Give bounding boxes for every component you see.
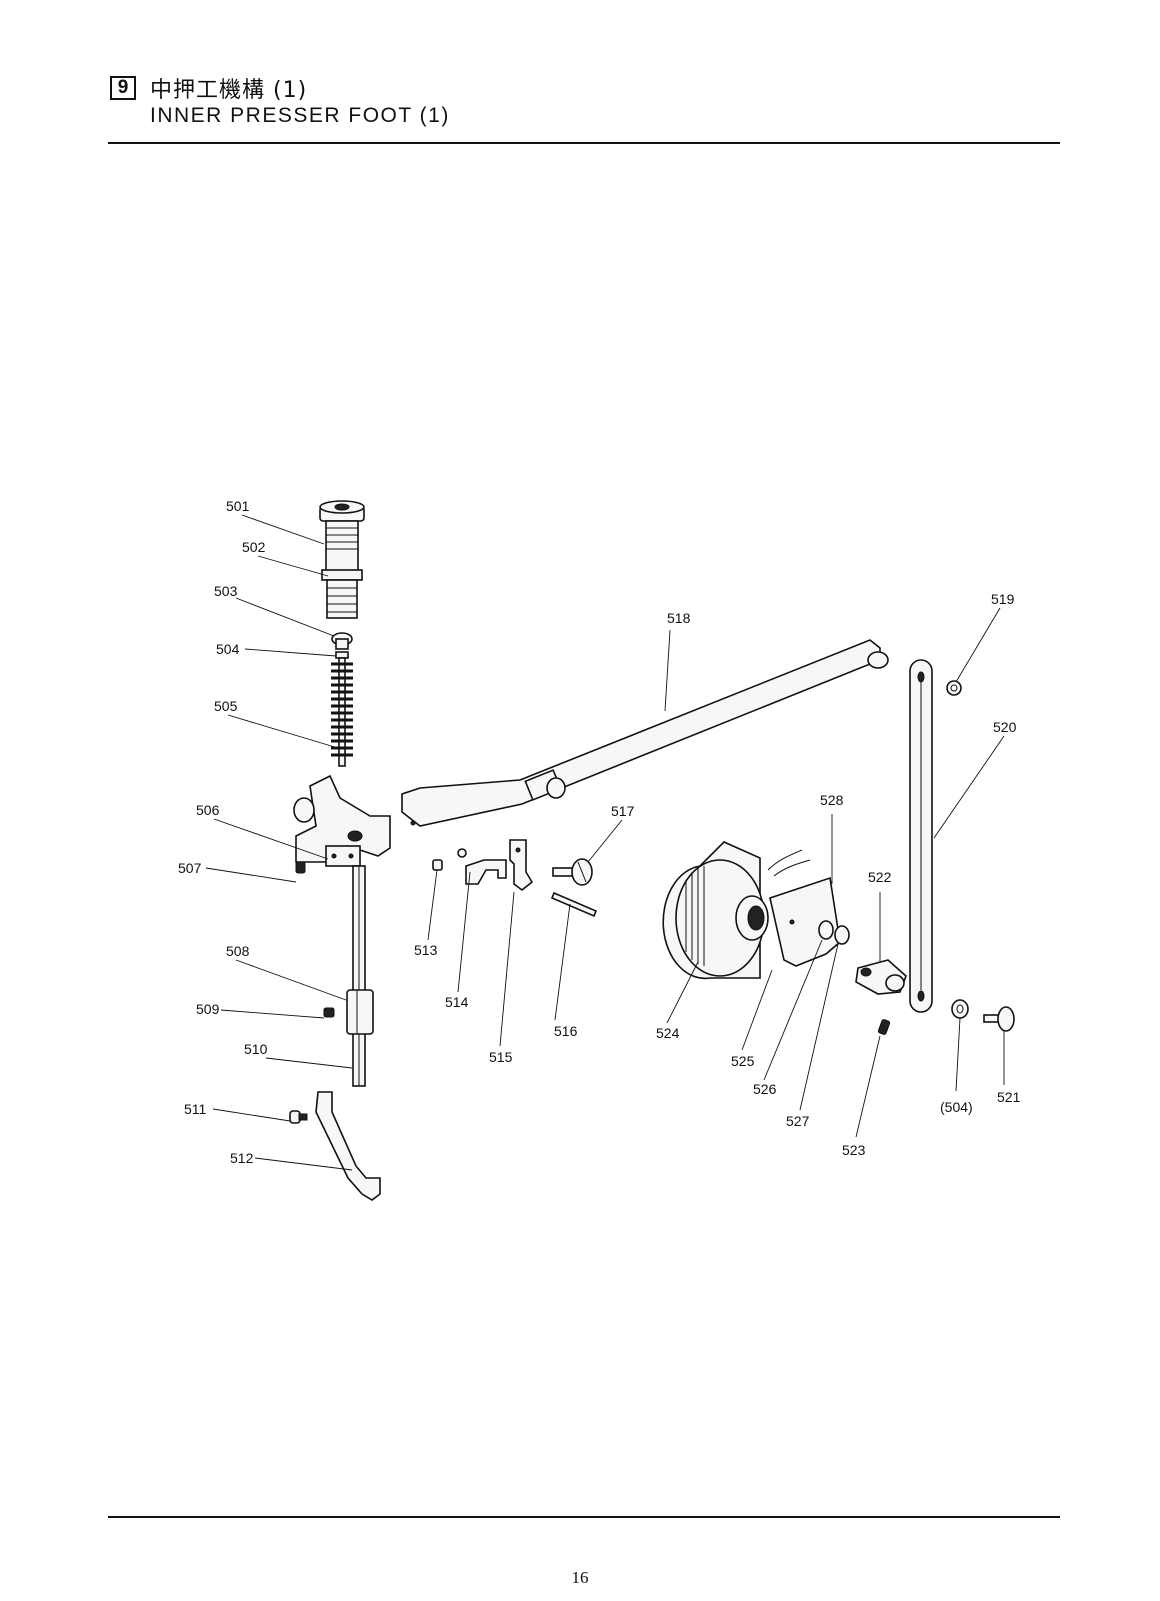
- callout-524: 524: [656, 1025, 680, 1041]
- callout-506: 506: [196, 802, 220, 818]
- callout-504-reference: (504): [940, 1099, 973, 1115]
- callout-509: 509: [196, 1001, 220, 1017]
- part-526-washer: [818, 920, 834, 940]
- callout-508: 508: [226, 943, 250, 959]
- callout-503: 503: [214, 583, 238, 599]
- part-501-adjusting-screw-head: [319, 500, 365, 522]
- page-title-japanese: 中押工機構 (1): [150, 78, 308, 103]
- part-523-set-screw: [877, 1019, 891, 1035]
- callout-518: 518: [667, 610, 691, 626]
- part-515-bracket: [509, 839, 534, 892]
- callout-522: 522: [868, 869, 892, 885]
- section-number-box: 9: [110, 76, 136, 100]
- callout-511: 511: [184, 1101, 207, 1117]
- part-525-mounting-plate: [769, 876, 841, 967]
- part-514-clamp-plate: [457, 848, 507, 885]
- part-507-set-screw: [295, 861, 306, 874]
- callout-501: 501: [226, 498, 250, 514]
- part-503-spring-cap: [331, 632, 353, 650]
- callout-510: 510: [244, 1041, 268, 1057]
- part-520-connecting-link: [909, 659, 933, 1013]
- callout-517: 517: [611, 803, 635, 819]
- callout-512: 512: [230, 1150, 254, 1166]
- part-518-lever-arm: [401, 639, 889, 827]
- callout-504: 504: [216, 641, 240, 657]
- part-516-pin: [550, 891, 598, 918]
- part-502-adjusting-screw-thread: [321, 520, 363, 619]
- part-505-pressure-spring: [331, 657, 353, 767]
- part-504-ref-washer: [951, 999, 969, 1019]
- callout-507: 507: [178, 860, 202, 876]
- part-506-presser-bar-bracket: [293, 774, 391, 867]
- part-504-washer: [335, 651, 349, 659]
- callout-513: 513: [414, 942, 438, 958]
- footer-divider: [108, 1516, 1060, 1518]
- page-number: 16: [571, 1568, 589, 1587]
- callout-519: 519: [991, 591, 1015, 607]
- part-521-thumb-screw: [983, 1006, 1015, 1032]
- callout-525: 525: [731, 1053, 755, 1069]
- part-527-nut: [834, 925, 850, 945]
- header-divider: [108, 142, 1060, 144]
- callout-527: 527: [786, 1113, 810, 1129]
- callout-515: 515: [489, 1049, 513, 1065]
- page-title-english: INNER PRESSER FOOT (1): [150, 104, 450, 127]
- callout-leader-lines: [205, 514, 1005, 1171]
- part-513-screw: [432, 859, 443, 871]
- part-512-inner-presser-foot: [315, 1091, 381, 1201]
- part-508-bar-guide: [346, 989, 374, 1035]
- callout-520: 520: [993, 719, 1017, 735]
- callout-521: 521: [997, 1089, 1021, 1105]
- part-524-motor-drum: [662, 841, 811, 980]
- part-511-screw: [289, 1110, 308, 1124]
- callout-523: 523: [842, 1142, 866, 1158]
- part-517-thumb-screw: [552, 858, 593, 886]
- callout-514: 514: [445, 994, 469, 1010]
- callout-526: 526: [753, 1081, 777, 1097]
- part-522-crank: [855, 959, 907, 995]
- callout-528: 528: [820, 792, 844, 808]
- callout-502: 502: [242, 539, 266, 555]
- part-509-set-screw: [323, 1007, 335, 1018]
- callout-505: 505: [214, 698, 238, 714]
- callout-516: 516: [554, 1023, 578, 1039]
- part-519-e-ring: [946, 680, 962, 696]
- part-510-inner-presser-bar: [352, 865, 366, 1087]
